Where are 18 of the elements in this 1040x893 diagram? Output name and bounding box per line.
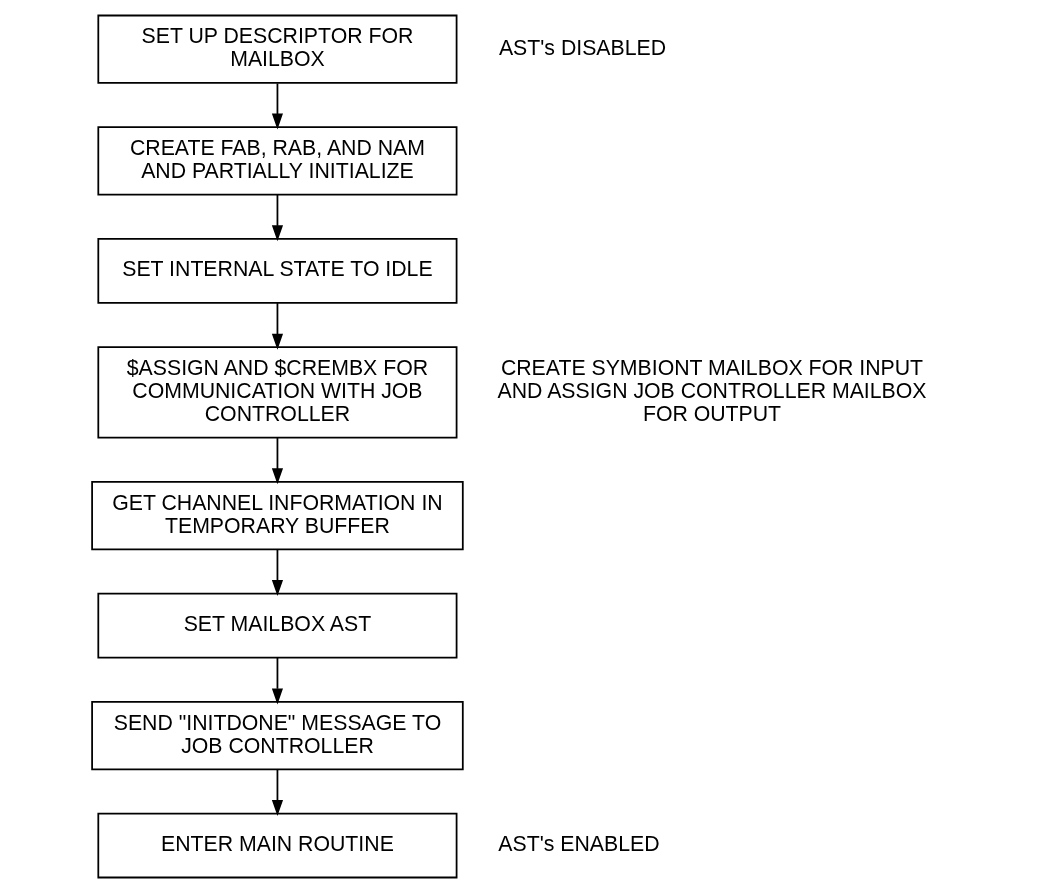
- arrow: [271, 437, 284, 485]
- arrow: [271, 82, 284, 130]
- node-box: SET UP DESCRIPTOR FOR MAILBOX: [97, 14, 458, 84]
- node-label: CREATE SYMBIONT MAILBOX FOR INPUT AND ASSIGN JOB CONTROLLER MAILBOX FOR OUTPUT: [497, 355, 927, 426]
- arrow: [271, 302, 284, 350]
- node-box: SET MAILBOX AST: [97, 592, 458, 659]
- node-box: SEND "INITDONE" MESSAGE TO JOB CONTROLLER: [91, 701, 464, 771]
- node-box: SET INTERNAL STATE TO IDLE: [97, 238, 458, 304]
- node-box: $ASSIGN AND $CREMBX FOR COMMUNICATION WITH JOB CONTROLLER: [97, 346, 458, 439]
- label: AST's ENABLED: [498, 832, 660, 857]
- node-label: AST's DISABLED: [498, 35, 667, 60]
- arrow: [271, 656, 284, 705]
- arrow: [271, 193, 284, 242]
- node-box: CREATE FAB, RAB, AND NAM AND PARTIALLY INITIALIZE: [97, 126, 458, 196]
- arrow: [271, 548, 284, 597]
- arrow: [271, 768, 284, 817]
- node-box: GET CHANNEL INFORMATION IN TEMPORARY BUFFER: [91, 481, 464, 551]
- node-box: ENTER MAIN ROUTINE: [97, 812, 458, 879]
